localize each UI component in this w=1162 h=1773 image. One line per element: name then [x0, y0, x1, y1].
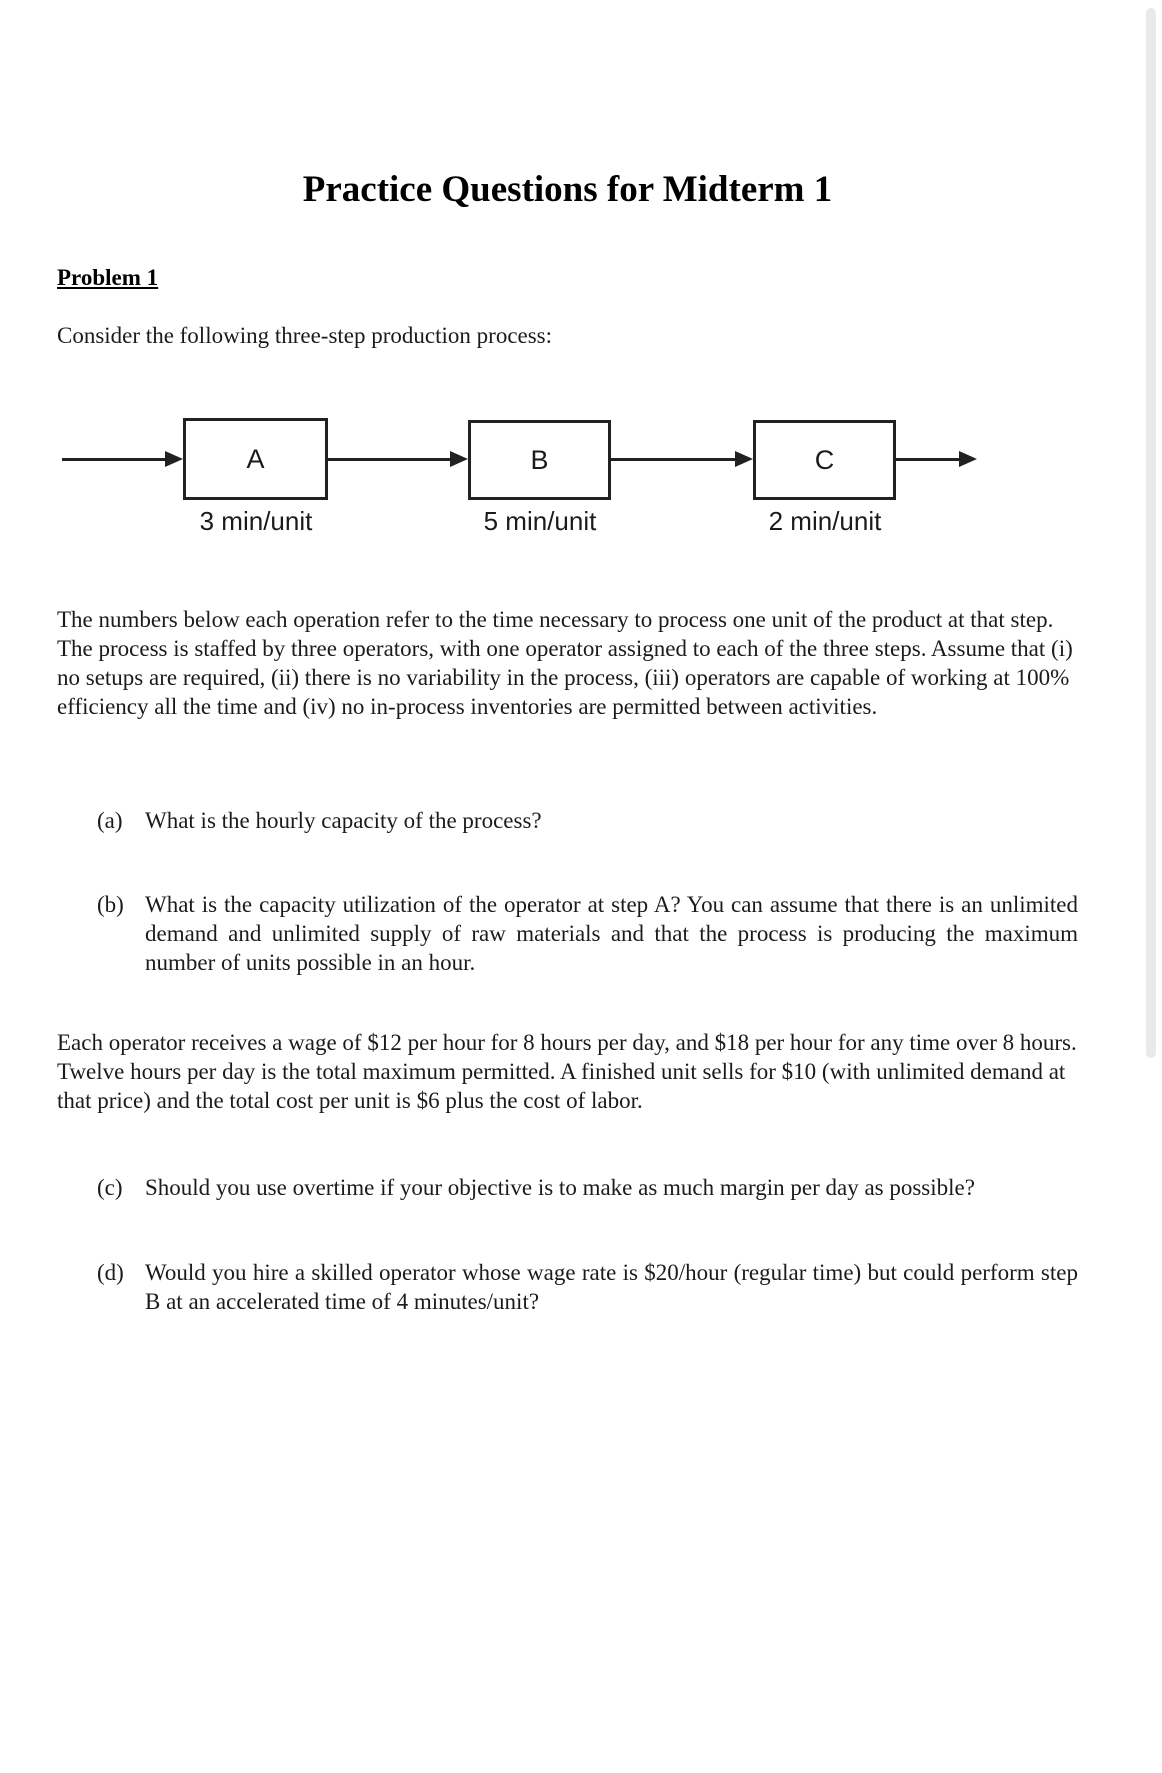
question-item-c: (c) Should you use overtime if your obje… [97, 1173, 1078, 1202]
question-item-b: (b) What is the capacity utilization of … [97, 890, 1078, 977]
item-marker-c: (c) [97, 1175, 123, 1200]
arrowhead-icon [735, 451, 753, 467]
arrowhead-icon [450, 451, 468, 467]
step-label-c: C [814, 444, 835, 475]
flow-arrow-line-a-to-b [328, 458, 451, 461]
item-text-d: Would you hire a skilled operator whose … [145, 1260, 1078, 1314]
step-label-a: A [246, 443, 265, 474]
item-marker-a: (a) [97, 808, 123, 833]
arrowhead-icon [165, 451, 183, 467]
process-step-box-b: B [468, 420, 611, 500]
flow-arrow-line-input [62, 458, 166, 461]
wage-paragraph: Each operator receives a wage of $12 per… [57, 1030, 1077, 1113]
flow-arrow-line-b-to-c [611, 458, 736, 461]
arrowhead-icon [959, 451, 977, 467]
question-item-a: (a) What is the hourly capacity of the p… [97, 806, 1078, 835]
process-step-box-c: C [753, 420, 896, 500]
rate-label-a: 3 min/unit [199, 506, 313, 536]
process-step-box-a: A [183, 418, 328, 500]
step-label-b: B [530, 444, 549, 475]
item-text-a: What is the hourly capacity of the proce… [145, 808, 542, 833]
item-marker-d: (d) [97, 1260, 124, 1285]
problem-heading: Problem 1 [57, 265, 159, 290]
question-item-d: (d) Would you hire a skilled operator wh… [97, 1258, 1078, 1316]
item-text-b: What is the capacity utilization of the … [145, 892, 1078, 975]
item-marker-b: (b) [97, 892, 124, 917]
scrollbar-thumb[interactable] [1146, 8, 1156, 1058]
intro-text: Consider the following three-step produc… [57, 323, 553, 348]
rate-label-b: 5 min/unit [483, 506, 597, 536]
page-title: Practice Questions for Midterm 1 [302, 169, 833, 210]
assumptions-paragraph: The numbers below each operation refer t… [57, 607, 1073, 719]
flow-arrow-line-output [896, 458, 960, 461]
rate-label-c: 2 min/unit [768, 506, 882, 536]
item-text-c: Should you use overtime if your objectiv… [145, 1175, 975, 1200]
